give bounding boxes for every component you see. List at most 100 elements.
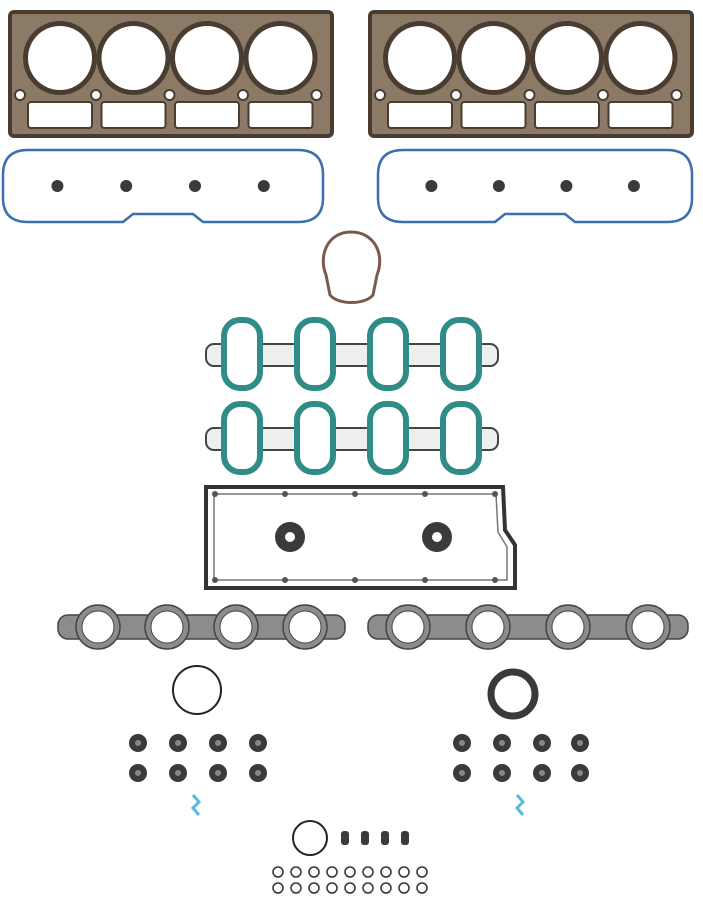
throttle-body-gasket [321,230,382,304]
intake-port [221,317,263,391]
exhaust-port [219,610,253,644]
valve-cover-gasket [1,148,325,224]
grommet [492,180,505,192]
valve-stem-seal-hole [175,770,181,776]
intake-port [294,401,336,475]
cylinder-bore [28,26,92,90]
valve-stem-seal-hole [499,740,505,746]
exhaust-port [81,610,115,644]
grommet [560,180,573,192]
tiny-o-ring [362,866,374,878]
bolt-hole [374,89,386,101]
clip [190,794,202,816]
valve-stem-seal-hole [499,770,505,776]
bolt-hole [670,89,683,101]
exhaust-port [288,610,322,644]
cylinder-bore [461,26,526,90]
valve-stem-seal-hole [459,770,465,776]
valley-cover-gasket [204,485,517,590]
valve-stem-seal-hole [255,740,261,746]
intake-gasket-frame [205,343,499,367]
valve-stem-seal-hole [539,770,545,776]
grommet [189,180,201,192]
tiny-o-ring [290,882,302,894]
intake-gasket-frame [205,427,499,451]
bolt-hole [352,491,358,497]
tiny-o-ring [308,866,320,878]
tiny-o-ring [326,882,338,894]
valve-stem-seal-hole [215,770,221,776]
valve-cover-gasket [376,148,694,224]
water-passage [387,101,453,129]
tiny-o-ring [398,866,410,878]
tiny-o-ring [416,866,428,878]
tiny-o-ring [344,866,356,878]
bolt-hole [422,577,428,583]
valve-stem-seal-hole [135,740,141,746]
intake-port [367,317,409,391]
valley-seal-hole [285,532,295,542]
bolt-hole [90,89,102,101]
exhaust-port [150,610,184,644]
valley-inner-edge [213,493,508,581]
water-passage [100,101,167,129]
bolt-hole [310,89,323,101]
tiny-o-ring [272,882,284,894]
water-passage [27,101,93,129]
cylinder-bore [608,26,673,90]
bolt-hole [492,577,498,583]
cylinder-bore [388,26,452,90]
tiny-o-ring [380,866,392,878]
exhaust-gasket [57,614,346,640]
small-seal [361,831,369,845]
o-ring-small [292,820,328,856]
small-seal [341,831,349,845]
bolt-hole [597,89,609,101]
small-seal [401,831,409,845]
tiny-o-ring [380,882,392,894]
bolt-hole [163,89,176,101]
valve-stem-seal-hole [459,740,465,746]
valve-cover-gaskets [1,148,694,224]
tiny-o-ring [290,866,302,878]
valve-stem-seal-hole [175,740,181,746]
bolt-hole [450,89,462,101]
bolt-hole [237,89,249,101]
water-passage [460,101,527,129]
valve-stem-seal-hole [135,770,141,776]
water-passage [534,101,600,129]
throttle-body-gasket [321,230,382,304]
tiny-o-ring [398,882,410,894]
grommet [627,180,640,192]
exhaust-port [471,610,505,644]
bolt-hole [212,577,218,583]
valve-stem-seal-hole [255,770,261,776]
grommet [425,180,438,192]
valley-cover-gasket [204,485,517,590]
intake-port [367,401,409,475]
cylinder-bore [101,26,166,90]
exhaust-port [391,610,425,644]
bolt-hole [212,491,218,497]
bolt-hole [523,89,536,101]
o-ring [172,665,222,715]
cylinder-head-gaskets [8,10,694,138]
valve-stem-seal-hole [577,770,583,776]
tiny-o-ring [272,866,284,878]
tiny-o-ring [308,882,320,894]
grommet [120,180,133,192]
water-passage [607,101,674,129]
intake-port [221,401,263,475]
small-seal [381,831,389,845]
grommet [257,180,270,192]
exhaust-manifold-gaskets [57,604,689,650]
seals-and-orings [129,665,589,894]
bolt-hole [422,491,428,497]
tiny-o-ring [344,882,356,894]
bolt-hole [282,491,288,497]
cylinder-bore [248,26,313,90]
tiny-o-ring [326,866,338,878]
tiny-o-ring [416,882,428,894]
clip [514,794,526,816]
bolt-hole [14,89,26,101]
